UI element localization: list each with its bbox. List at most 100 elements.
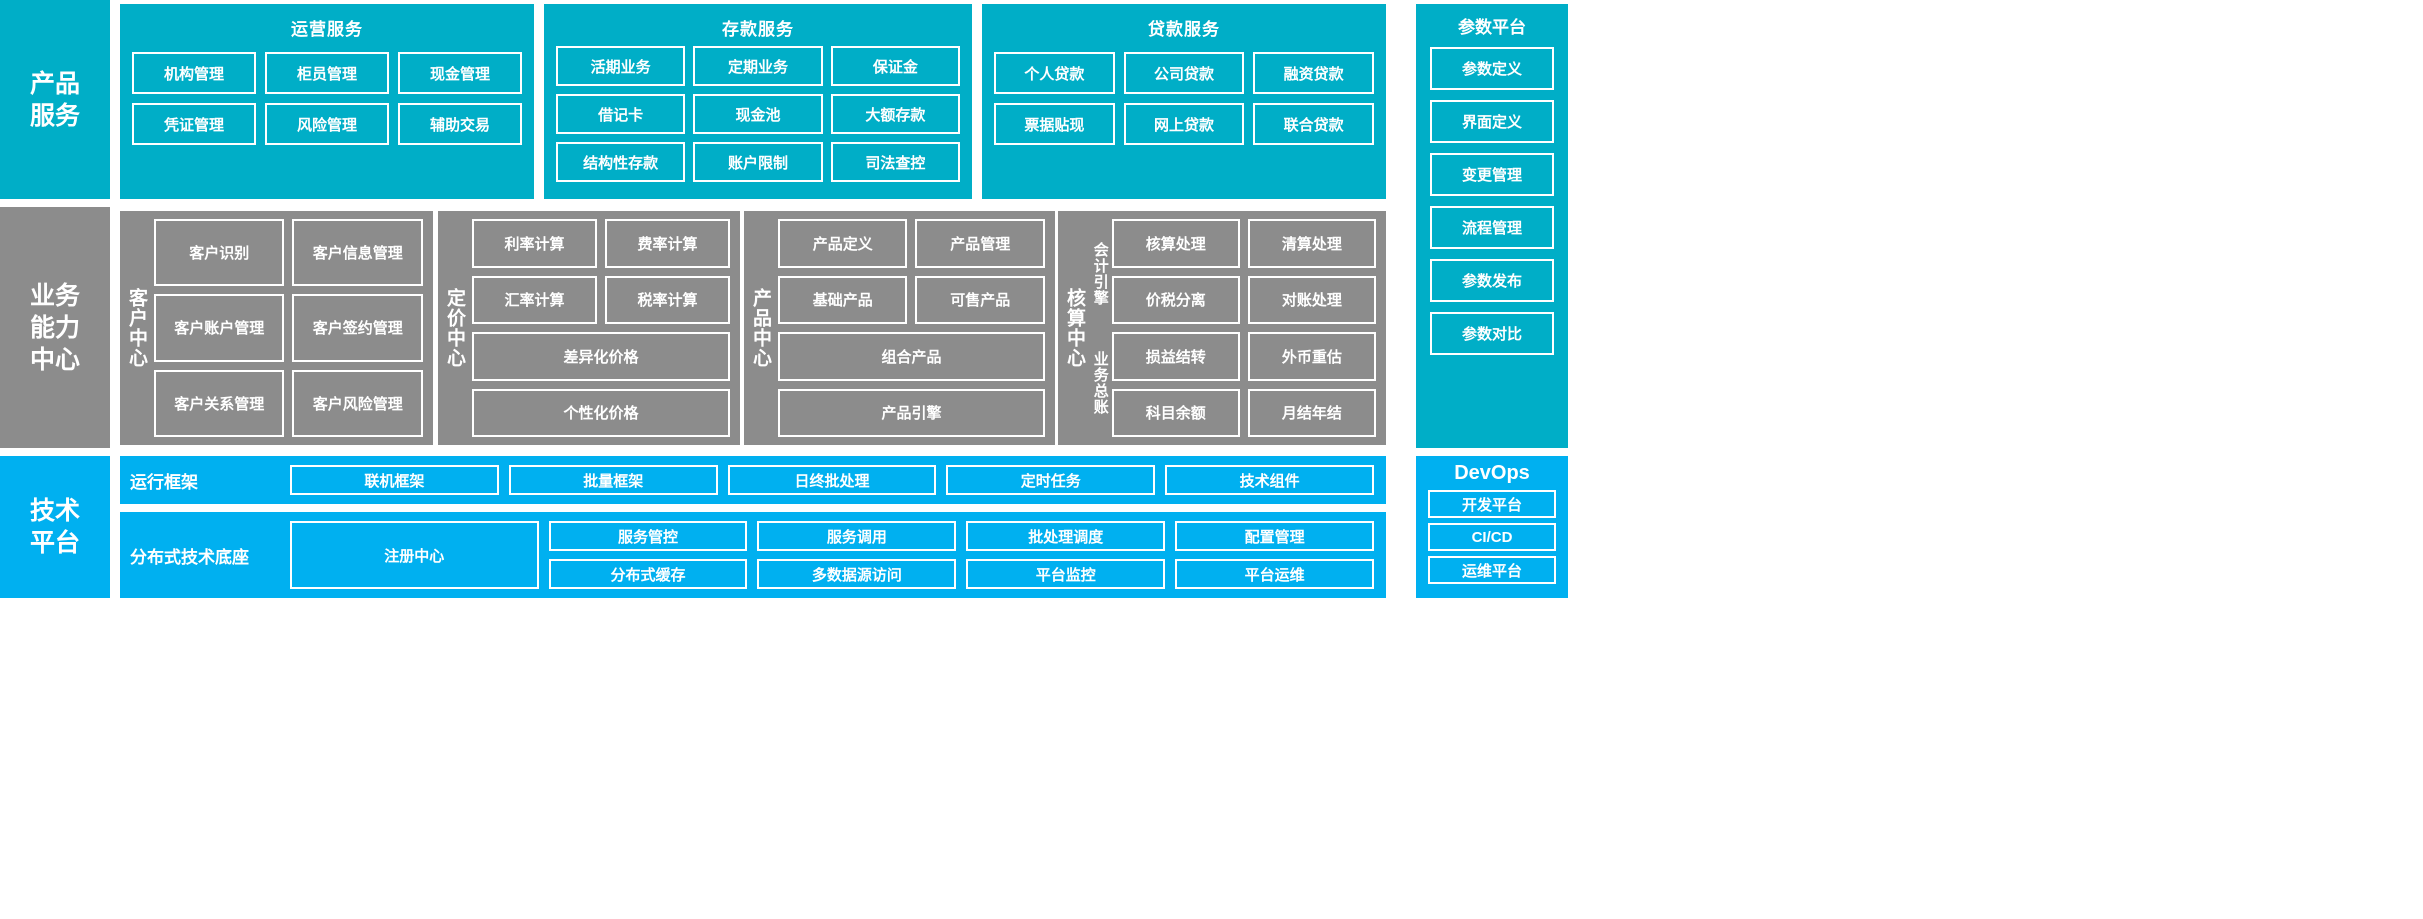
center-product-label-wrap: 产品中心 — [744, 211, 776, 445]
tile-parameter-definition[interactable]: 参数定义 — [1430, 47, 1554, 90]
tile-corporate-loan[interactable]: 公司贷款 — [1123, 52, 1245, 94]
tile-parameter-compare[interactable]: 参数对比 — [1430, 312, 1554, 355]
tile-sellable-product[interactable]: 可售产品 — [915, 275, 1045, 324]
tile-ui-definition[interactable]: 界面定义 — [1430, 100, 1554, 143]
tile-differential-pricing[interactable]: 差异化价格 — [471, 332, 730, 381]
tile-exchange-rate-calc[interactable]: 汇率计算 — [471, 275, 597, 324]
tile-teller-management[interactable]: 柜员管理 — [265, 52, 389, 94]
tile-margin-deposit[interactable]: 保证金 — [830, 46, 960, 86]
tile-platform-operations[interactable]: 平台运维 — [1175, 559, 1374, 589]
tile-structured-deposit[interactable]: 结构性存款 — [556, 142, 686, 182]
tile-product-definition[interactable]: 产品定义 — [777, 219, 908, 268]
tile-account-restriction[interactable]: 账户限制 — [693, 142, 823, 182]
tile-profit-loss-carryover[interactable]: 损益结转 — [1111, 332, 1240, 381]
tile-auxiliary-transaction[interactable]: 辅助交易 — [398, 103, 522, 145]
tile-personalized-pricing[interactable]: 个性化价格 — [471, 388, 730, 437]
group-items-loan: 个人贷款 公司贷款 融资贷款 票据贴现 网上贷款 联合贷款 — [982, 40, 1386, 155]
center-product-items: 产品定义 产品管理 基础产品 可售产品 组合产品 产品引擎 — [776, 211, 1055, 445]
tile-large-deposit[interactable]: 大额存款 — [830, 94, 960, 134]
tile-change-management[interactable]: 变更管理 — [1430, 153, 1554, 196]
group-title-devops: DevOps — [1454, 462, 1530, 484]
center-pricing-label: 定价中心 — [443, 288, 465, 368]
tile-org-management[interactable]: 机构管理 — [132, 52, 256, 94]
center-customer: 客户中心 客户识别 客户信息管理 客户账户管理 客户签约管理 客户关系管理 客户… — [120, 211, 433, 445]
sublabel-business-ledger: 业务总账 — [1091, 350, 1109, 415]
band-name-runtime-framework: 运行框架 — [130, 472, 198, 492]
tile-reconciliation-processing[interactable]: 对账处理 — [1247, 275, 1376, 324]
center-accounting-sublabels: 会计引擎 业务总账 — [1090, 211, 1110, 445]
tile-tax-rate-calc[interactable]: 税率计算 — [604, 275, 730, 324]
layer-label-technical-platform-text: 技术平台 — [29, 497, 80, 557]
band-items-distributed-technical-base: 注册中心 服务管控 服务调用 批处理调度 配置管理 分布式缓存 多数据源访问 平… — [290, 521, 1386, 589]
layer-label-product-service-text: 产品服务 — [29, 69, 80, 130]
group-title-loan: 贷款服务 — [1148, 20, 1220, 39]
tile-price-tax-separation[interactable]: 价税分离 — [1111, 275, 1240, 324]
tile-batch-framework[interactable]: 批量框架 — [508, 465, 718, 495]
center-accounting: 核算中心 会计引擎 业务总账 核算处理 清算处理 价税分离 对账处理 损益结转 … — [1058, 211, 1386, 445]
tile-demand-deposit[interactable]: 活期业务 — [556, 46, 686, 86]
tile-time-deposit[interactable]: 定期业务 — [693, 46, 823, 86]
tile-registry-center[interactable]: 注册中心 — [290, 521, 539, 589]
tile-fee-rate-calc[interactable]: 费率计算 — [604, 219, 730, 268]
tile-debit-card[interactable]: 借记卡 — [556, 94, 686, 134]
tile-batch-scheduling[interactable]: 批处理调度 — [966, 521, 1166, 551]
tile-customer-info-management[interactable]: 客户信息管理 — [292, 219, 423, 287]
group-loan-service: 贷款服务 个人贷款 公司贷款 融资贷款 票据贴现 网上贷款 联合贷款 — [982, 4, 1386, 199]
tile-personal-loan[interactable]: 个人贷款 — [994, 52, 1115, 94]
tile-customer-account-management[interactable]: 客户账户管理 — [153, 294, 285, 362]
tile-syndicated-loan[interactable]: 联合贷款 — [1253, 103, 1374, 145]
group-devops: DevOps 开发平台 CI/CD 运维平台 — [1416, 456, 1568, 598]
tile-end-of-day-batch[interactable]: 日终批处理 — [727, 465, 937, 495]
group-deposit-service: 存款服务 活期业务 定期业务 保证金 借记卡 现金池 大额存款 结构性存款 账户… — [544, 4, 972, 199]
tile-multi-datasource-access[interactable]: 多数据源访问 — [757, 559, 957, 589]
tile-judicial-control[interactable]: 司法查控 — [830, 142, 960, 182]
center-customer-items: 客户识别 客户信息管理 客户账户管理 客户签约管理 客户关系管理 客户风险管理 — [152, 211, 433, 445]
tile-cash-pool[interactable]: 现金池 — [693, 94, 823, 134]
tile-product-engine[interactable]: 产品引擎 — [777, 388, 1045, 437]
tile-account-balance[interactable]: 科目余额 — [1111, 388, 1240, 437]
layer-label-technical-platform: 技术平台 — [0, 456, 110, 598]
group-parameter-platform: 参数平台 参数定义 界面定义 变更管理 流程管理 参数发布 参数对比 — [1416, 4, 1568, 448]
tile-dev-platform[interactable]: 开发平台 — [1428, 490, 1556, 518]
group-items-parameter-platform: 参数定义 界面定义 变更管理 流程管理 参数发布 参数对比 — [1416, 38, 1568, 364]
tile-customer-contract-management[interactable]: 客户签约管理 — [292, 294, 423, 362]
tile-parameter-publish[interactable]: 参数发布 — [1430, 259, 1554, 302]
tile-foreign-currency-revaluation[interactable]: 外币重估 — [1247, 332, 1376, 381]
layer-label-business-capability: 业务能力中心 — [0, 207, 110, 448]
group-title-parameter-platform: 参数平台 — [1458, 18, 1526, 37]
tile-ops-platform[interactable]: 运维平台 — [1428, 556, 1556, 584]
center-product-label: 产品中心 — [749, 288, 771, 368]
tile-customer-identification[interactable]: 客户识别 — [153, 219, 285, 287]
center-pricing-items: 利率计算 费率计算 汇率计算 税率计算 差异化价格 个性化价格 — [470, 211, 740, 445]
layer-label-business-capability-text: 业务能力中心 — [29, 281, 80, 374]
tile-bundled-product[interactable]: 组合产品 — [777, 332, 1045, 381]
tile-cash-management[interactable]: 现金管理 — [398, 52, 522, 94]
tile-basic-product[interactable]: 基础产品 — [777, 275, 908, 324]
tile-settlement-processing[interactable]: 清算处理 — [1247, 219, 1376, 268]
tile-product-management[interactable]: 产品管理 — [915, 219, 1045, 268]
tile-service-governance[interactable]: 服务管控 — [548, 521, 748, 551]
tile-financing-loan[interactable]: 融资贷款 — [1253, 52, 1374, 94]
tile-ci-cd[interactable]: CI/CD — [1428, 523, 1556, 551]
center-product: 产品中心 产品定义 产品管理 基础产品 可售产品 组合产品 产品引擎 — [744, 211, 1055, 445]
tile-online-loan[interactable]: 网上贷款 — [1123, 103, 1245, 145]
group-items-devops: 开发平台 CI/CD 运维平台 — [1416, 485, 1568, 589]
tile-scheduled-task[interactable]: 定时任务 — [946, 465, 1156, 495]
tile-technical-component[interactable]: 技术组件 — [1165, 465, 1374, 495]
tile-accounting-processing[interactable]: 核算处理 — [1111, 219, 1240, 268]
tile-bill-discount[interactable]: 票据贴现 — [994, 103, 1115, 145]
tile-month-year-end-closing[interactable]: 月结年结 — [1247, 388, 1376, 437]
tile-online-framework[interactable]: 联机框架 — [290, 465, 499, 495]
tile-process-management[interactable]: 流程管理 — [1430, 206, 1554, 249]
tile-service-invocation[interactable]: 服务调用 — [757, 521, 957, 551]
tile-config-management[interactable]: 配置管理 — [1175, 521, 1374, 551]
tile-customer-relation-management[interactable]: 客户关系管理 — [153, 369, 285, 437]
band-distributed-technical-base: 分布式技术底座 注册中心 服务管控 服务调用 批处理调度 配置管理 分布式缓存 … — [120, 512, 1386, 598]
tile-voucher-management[interactable]: 凭证管理 — [132, 103, 256, 145]
tile-customer-risk-management[interactable]: 客户风险管理 — [292, 369, 423, 437]
tile-platform-monitoring[interactable]: 平台监控 — [966, 559, 1166, 589]
tile-distributed-cache[interactable]: 分布式缓存 — [548, 559, 748, 589]
tile-risk-management[interactable]: 风险管理 — [265, 103, 389, 145]
tile-interest-rate-calc[interactable]: 利率计算 — [471, 219, 597, 268]
group-items-operations: 机构管理 柜员管理 现金管理 凭证管理 风险管理 辅助交易 — [120, 40, 534, 155]
